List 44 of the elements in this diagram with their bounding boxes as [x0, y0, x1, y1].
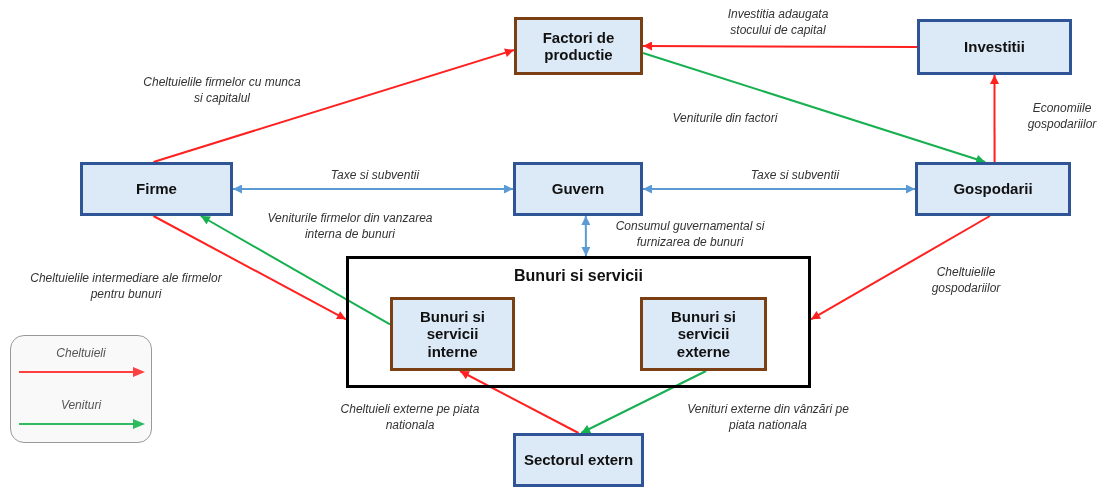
edge-label: Veniturile firmelor din vanzarea interna de bunuri: [266, 210, 434, 243]
node-label: Sectorul extern: [523, 451, 634, 469]
arrow: [642, 51, 987, 164]
arrow: [990, 74, 999, 163]
node-label: Factori de productie: [541, 28, 616, 64]
edge-label: Venituri externe din vânzări pe piata nationala: [686, 401, 850, 434]
edge-label: Economiile gospodariilor: [1026, 100, 1098, 133]
edge-label: Taxe si subventii: [749, 167, 841, 184]
double-arrow: [642, 184, 916, 194]
process-box: [390, 297, 515, 371]
group-heading: Bunuri si servicii: [513, 267, 644, 286]
process-box: [514, 17, 643, 75]
edge-label: Consumul guvernamental si furnizarea de bunuri: [614, 218, 766, 251]
arrow: [199, 215, 391, 326]
edge-label: Cheltuielile gospodariilor: [930, 264, 1002, 297]
edge-label: Investitia adaugata stocului de capital: [726, 6, 830, 39]
node-label: Gospodarii: [953, 180, 1033, 198]
node-label: Investitii: [964, 38, 1025, 56]
legend-label: Cheltuieli: [55, 346, 107, 360]
arrow: [580, 370, 708, 434]
legend-label: Venituri: [59, 398, 103, 412]
edge-label: Veniturile din factori: [671, 110, 779, 127]
arrow: [459, 370, 580, 434]
node-label: Firme: [136, 180, 177, 198]
process-box: [513, 162, 643, 216]
edge-label: Taxe si subventii: [329, 167, 421, 184]
process-box: [915, 162, 1071, 216]
group-box: [346, 256, 811, 388]
arrow: [810, 215, 991, 321]
arrow: [642, 41, 918, 51]
process-box: [917, 19, 1072, 75]
double-arrow: [232, 184, 514, 194]
process-box: [80, 162, 233, 216]
edge-label: Cheltuieli externe pe piata nationala: [339, 401, 481, 434]
double-arrow: [581, 215, 591, 257]
node-label: Guvern: [551, 180, 605, 198]
node-label: Bunuri si servicii interne: [419, 308, 486, 360]
edge-label: Cheltuielile firmelor cu munca si capitalul: [142, 74, 302, 107]
arrow: [152, 215, 347, 321]
arrow: [152, 48, 515, 163]
node-label: Bunuri si servicii externe: [670, 308, 737, 360]
edge-label: Cheltuielile intermediare ale firmelor pentru bunuri: [29, 270, 223, 303]
process-box: [640, 297, 767, 371]
process-box: [513, 433, 644, 487]
